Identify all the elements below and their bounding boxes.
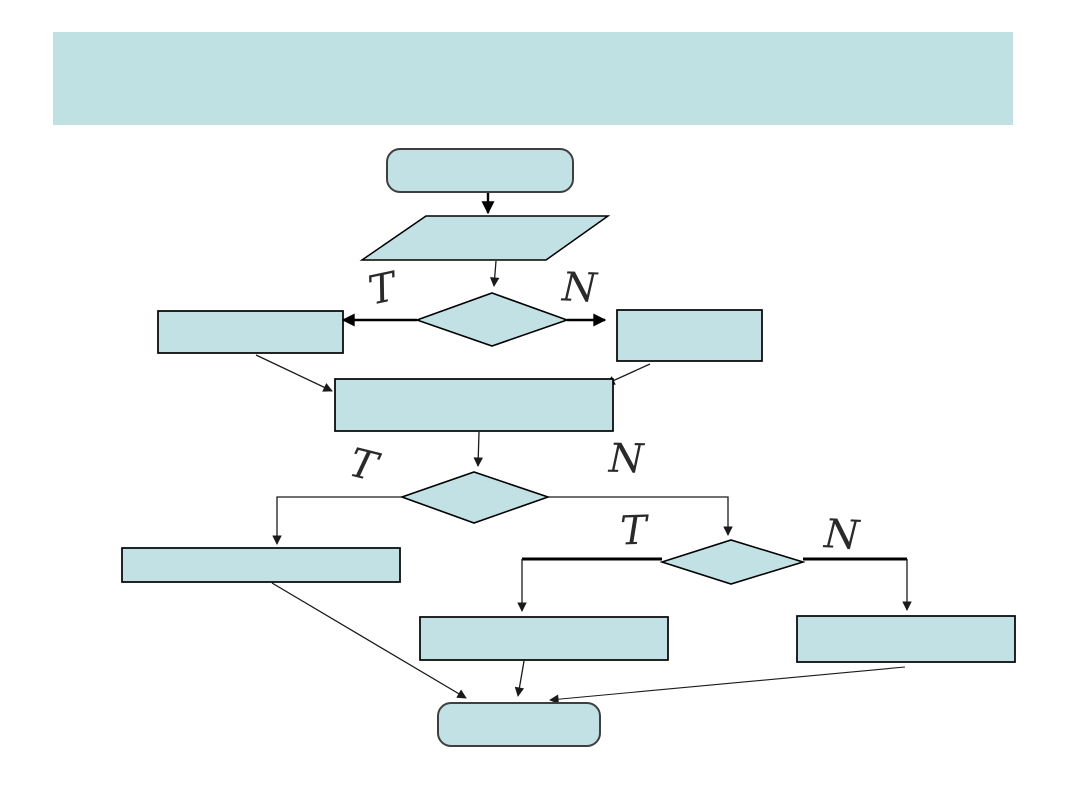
branch-label-decision1-false: N [560, 264, 600, 311]
connector-layer [255, 192, 912, 704]
connector-decision2-false [548, 496, 733, 536]
process-box-false-branch [616, 309, 763, 362]
connector-bottom-middle-to-end [514, 660, 525, 697]
connector-decision2-true [272, 496, 402, 545]
connector-left-process-to-merge [255, 354, 333, 392]
process-box-bottom-right [796, 615, 1016, 663]
title-banner [53, 32, 1013, 125]
branch-label-decision3-true: T [619, 507, 651, 554]
start-terminator [386, 148, 574, 193]
decision1-diamond [414, 292, 570, 347]
decision3-diamond [659, 539, 806, 585]
input-parallelogram [359, 215, 611, 261]
branch-label-decision3-false: N [822, 511, 862, 559]
decision2-diamond [399, 471, 551, 524]
connector-bottom-left-to-end [271, 582, 467, 699]
connector-bottom-right-to-end [549, 666, 906, 704]
process-box-merge [334, 378, 614, 432]
branch-label-decision2-false: N [607, 436, 646, 483]
process-box-bottom-left [121, 547, 401, 583]
connector-input-to-decision1 [489, 260, 500, 287]
end-terminator [437, 702, 601, 747]
connector-merge-to-decision2 [473, 431, 483, 467]
process-box-bottom-middle [419, 616, 669, 661]
process-box-true-branch [157, 310, 344, 354]
